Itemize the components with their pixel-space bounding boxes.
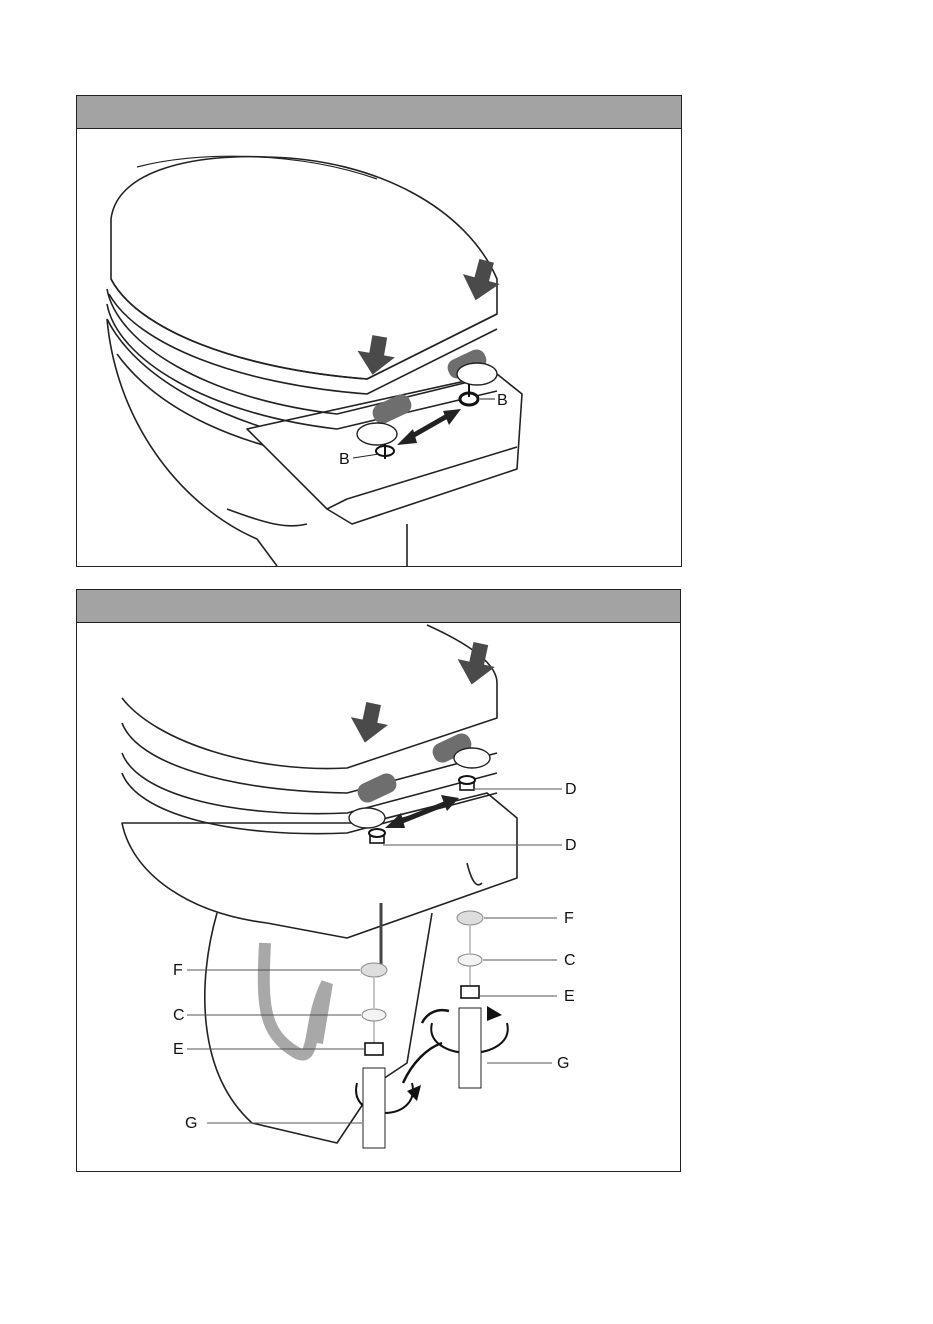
label-f-right: F [564,910,574,927]
label-e-right: E [564,988,575,1005]
label-f-left: F [173,962,183,979]
hardware-stack-right [431,911,507,1088]
illustration-seat-fixing: D D F C E G F C E G [77,623,679,1171]
press-arrow-right [453,640,499,689]
label-c-right: C [564,952,576,969]
hinge-right [445,346,497,385]
rotate-arrow-right [422,1010,449,1023]
label-d-top: D [565,781,577,798]
label-e-left: E [173,1041,184,1058]
illustration-seat-placement: B B [77,129,680,566]
bolt-d-right [459,776,475,790]
step-panel-1: B B [76,95,682,567]
label-b-right: B [497,392,508,409]
panel-2-header [77,590,680,623]
label-d-bottom: D [565,837,577,854]
label-g-left: G [185,1115,197,1132]
label-b-left: B [339,451,350,468]
panel-1-header [77,96,681,129]
label-c-left: C [173,1007,185,1024]
label-g-right: G [557,1055,569,1072]
bolt-d-left [369,829,385,843]
step-panel-2: D D F C E G F C E G [76,589,681,1172]
